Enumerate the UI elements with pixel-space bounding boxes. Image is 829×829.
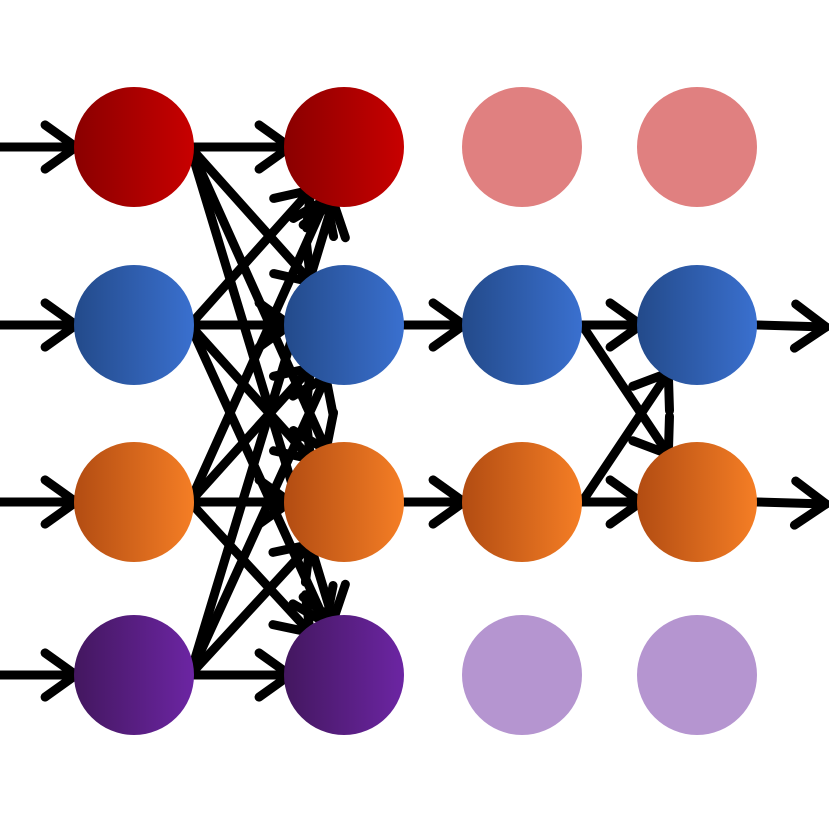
edge-l3-2-l4-1-arrowhead xyxy=(628,368,674,416)
edge-l3-1-l4-2-arrowhead xyxy=(628,411,674,459)
node-l1-orange xyxy=(74,442,194,562)
edge-l1-1-l2-0 xyxy=(185,185,316,330)
edge-l1-2-l2-3 xyxy=(185,497,315,637)
output-arrow-1 xyxy=(752,320,829,332)
output-arrow-1-arrowhead xyxy=(789,299,829,353)
input-arrow-2-arrowhead xyxy=(40,475,81,529)
edges-layer xyxy=(0,120,829,702)
edge-l3-1-l4-1-arrowhead xyxy=(605,298,646,352)
input-arrow-1-arrowhead xyxy=(40,298,81,352)
edge-l2-2-l3-2-arrowhead xyxy=(428,475,469,529)
node-l3-blue xyxy=(462,265,582,385)
edge-l3-2-l4-1 xyxy=(577,368,673,507)
edge-l1-3-l2-1-arrowhead xyxy=(288,372,338,419)
node-l1-red xyxy=(74,87,194,207)
edge-l1-1-l2-2 xyxy=(185,320,316,464)
node-l1-blue xyxy=(74,265,194,385)
output-arrow-2 xyxy=(752,497,829,509)
node-l1-purple xyxy=(74,615,194,735)
node-l3-purple xyxy=(462,615,582,735)
node-l4-purple xyxy=(637,615,757,735)
edge-l3-1-l4-2 xyxy=(577,320,673,459)
output-arrow-2-arrowhead xyxy=(789,476,829,530)
edge-l1-0-l2-1 xyxy=(185,142,316,287)
edge-l1-3-l2-0-arrowhead xyxy=(298,197,350,243)
nodes-layer xyxy=(74,87,757,735)
node-l2-red xyxy=(284,87,404,207)
node-l3-orange xyxy=(462,442,582,562)
edge-l1-3-l2-2 xyxy=(185,540,315,680)
node-l2-orange xyxy=(284,442,404,562)
node-l2-blue xyxy=(284,265,404,385)
edge-l2-1-l3-1-arrowhead xyxy=(428,298,469,352)
input-arrow-3-arrowhead xyxy=(40,648,81,702)
input-arrow-0-arrowhead xyxy=(40,120,81,174)
node-l4-orange xyxy=(637,442,757,562)
edge-l1-3-l2-1 xyxy=(185,372,331,680)
node-l2-purple xyxy=(284,615,404,735)
node-l3-red xyxy=(462,87,582,207)
edge-l1-2-l2-0 xyxy=(185,194,331,507)
edge-l1-2-l2-1 xyxy=(185,363,316,507)
node-l4-blue xyxy=(637,265,757,385)
node-l4-red xyxy=(637,87,757,207)
edge-l3-2-l4-2-arrowhead xyxy=(605,475,646,529)
